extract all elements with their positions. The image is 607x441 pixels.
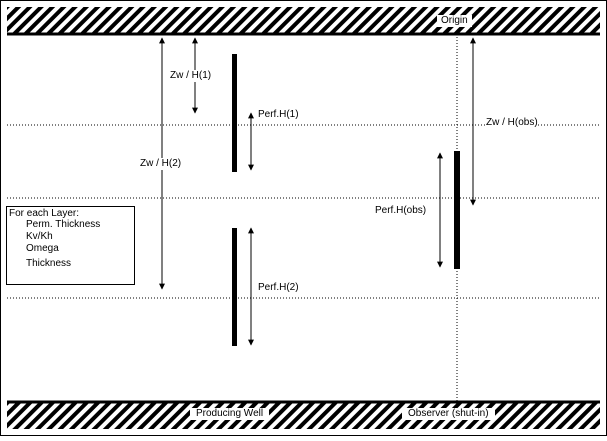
origin-label: Origin — [437, 15, 472, 27]
perf-hobs-label: Perf.H(obs) — [375, 205, 427, 217]
perf-h1-label: Perf.H(1) — [258, 109, 299, 121]
producing-well-label: Producing Well — [190, 408, 270, 420]
bottom-boundary — [7, 403, 600, 429]
perf-h2-label: Perf.H(2) — [258, 282, 299, 294]
layer-item-perm-thickness: Perm. Thickness — [26, 219, 101, 231]
layer-item-omega: Omega — [26, 243, 59, 255]
layer-item-thickness: Thickness — [26, 258, 72, 270]
zw-h2-label: Zw / H(2) — [140, 158, 182, 170]
observer-label: Observer (shut-in) — [402, 408, 495, 420]
zw-hobs-label: Zw / H(obs) — [486, 117, 538, 129]
perforation-2 — [232, 228, 237, 346]
perforation-observer — [454, 151, 460, 269]
layer-item-kv-kh: Kv/Kh — [26, 231, 53, 243]
layer-properties-box: For each Layer: Perm. Thickness Kv/Kh Om… — [6, 206, 135, 285]
perforation-1 — [232, 54, 237, 172]
zw-h1-label: Zw / H(1) — [170, 70, 212, 82]
layer-box-title: For each Layer: — [9, 208, 80, 220]
top-boundary — [7, 7, 600, 33]
